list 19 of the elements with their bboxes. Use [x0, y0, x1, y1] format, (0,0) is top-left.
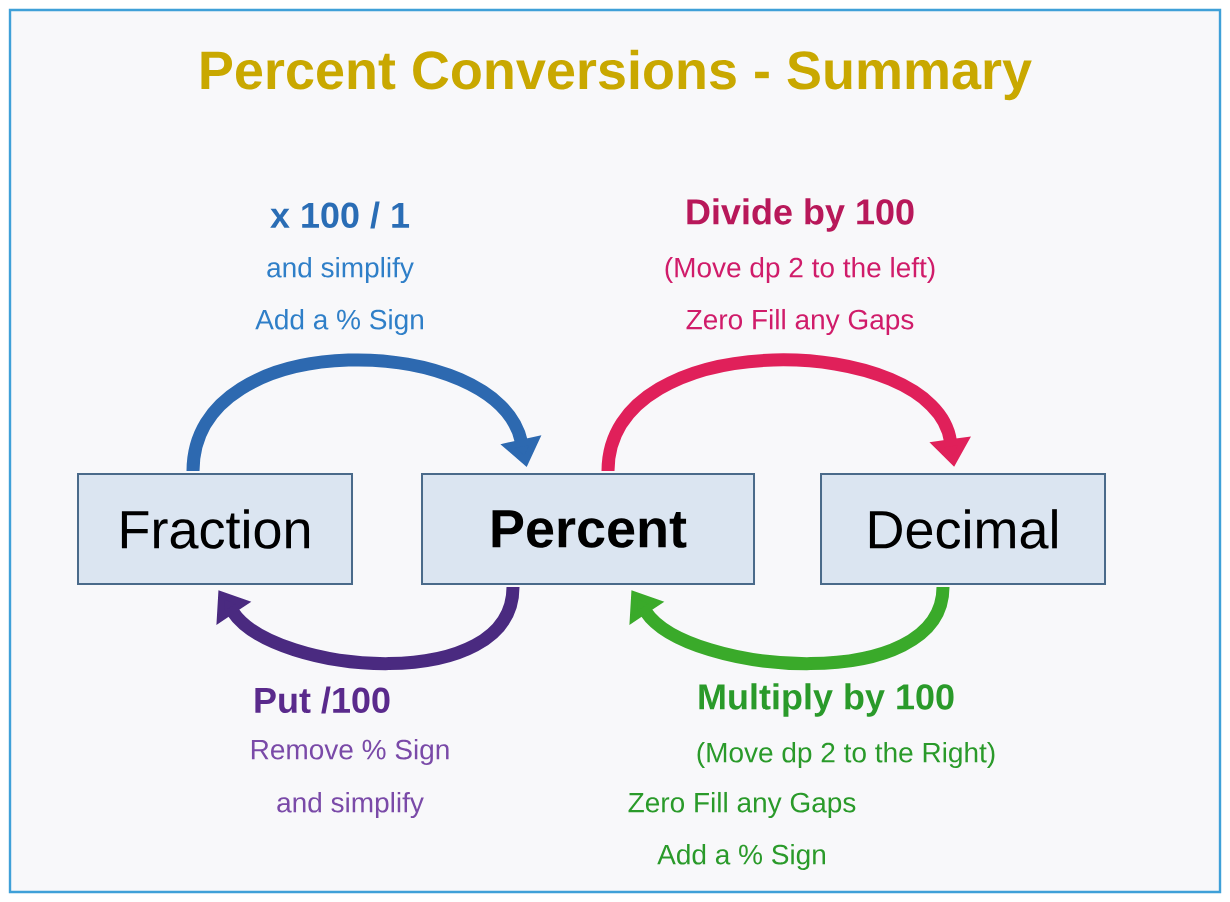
edge-label: Multiply by 100: [699, 683, 954, 717]
note-text: (Move dp 2 to the left): [665, 256, 935, 284]
edge-label: Divide by 100: [687, 198, 914, 232]
term-box: Fraction: [77, 473, 353, 585]
curved-arrow: [186, 353, 542, 473]
note-text: and simplify: [267, 256, 414, 284]
edge-label: x 100 / 1: [270, 201, 410, 229]
term-box: Decimal: [820, 473, 1106, 585]
curved-arrow: [601, 353, 971, 473]
note-text: Zero Fill any Gaps: [686, 308, 914, 336]
note-text: Remove % Sign: [251, 738, 449, 766]
edge-label: Put /100: [255, 686, 390, 714]
term-box: Percent: [421, 473, 755, 585]
note-text: Add a % Sign: [657, 843, 825, 871]
note-text: and simplify: [277, 791, 424, 819]
note-text: (Move dp 2 to the Right): [697, 741, 995, 769]
title: Percent Conversions - Summary: [201, 49, 1032, 101]
note-text: Add a % Sign: [255, 308, 423, 336]
note-text: Zero Fill any Gaps: [628, 791, 856, 819]
